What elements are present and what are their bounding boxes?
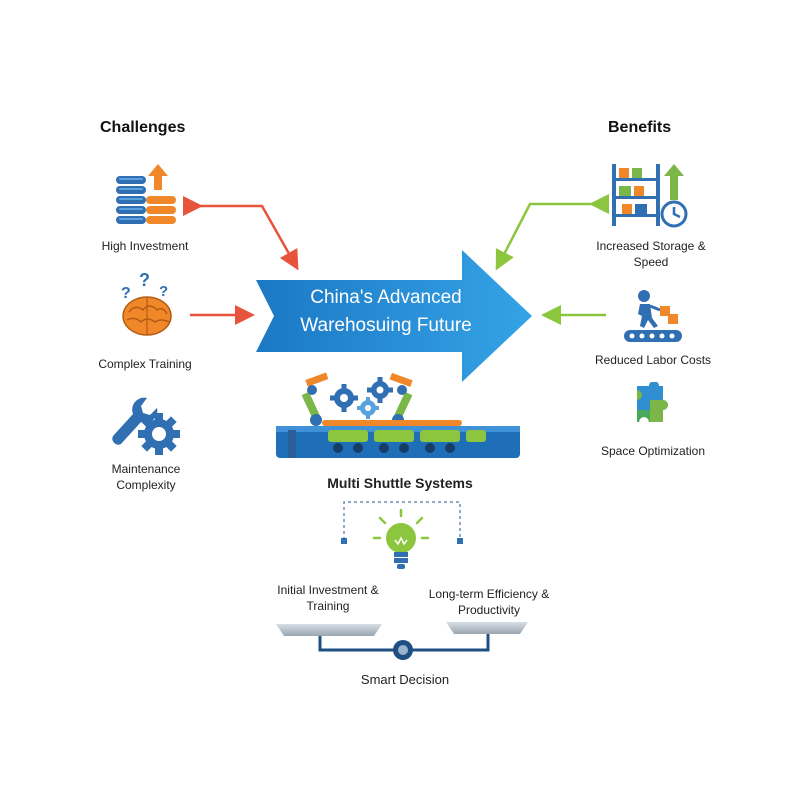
challenges-heading: Challenges: [100, 119, 186, 136]
challenge-label-complex-training: Complex Training: [98, 357, 192, 371]
benefit-label-increased-storage: Increased Storage & Speed: [596, 239, 706, 269]
coins-arrow-up-icon: [116, 164, 176, 224]
brain-question-icon: ? ? ?: [121, 272, 172, 336]
challenge-label-high-investment: High Investment: [101, 239, 189, 253]
central-title-line2: Warehosuing Future: [300, 315, 472, 336]
lightbulb-icon: [372, 508, 430, 569]
balance-scale: [276, 622, 528, 660]
central-arrow: [256, 250, 532, 382]
smart-decision-label: Smart Decision: [360, 672, 450, 687]
gear-icon: [330, 384, 358, 412]
benefits-heading: Benefits: [608, 119, 672, 136]
benefit-label-reduced-labor: Reduced Labor Costs: [594, 353, 712, 367]
scale-pan-right: [446, 622, 528, 634]
wrench-gear-icon: [112, 397, 180, 455]
svg-text:?: ?: [139, 272, 150, 290]
central-title: China's Advanced Warehosuing Future: [262, 284, 510, 340]
central-title-line1: China's Advanced: [310, 287, 462, 308]
worker-conveyor-icon: [624, 290, 682, 342]
svg-text:?: ?: [121, 285, 131, 302]
svg-text:?: ?: [159, 283, 168, 300]
gear-icon: [357, 397, 379, 419]
robot-arm-right-icon: [389, 372, 413, 426]
balance-label-left: Initial Investment & Training: [277, 583, 379, 613]
idea-connector: [341, 501, 463, 544]
balance-label-right: Long-term Efficiency & Productivity: [428, 587, 550, 617]
robot-arm-left-icon: [301, 372, 329, 426]
shuttle-system-label: Multi Shuttle Systems: [327, 475, 473, 491]
gear-icon: [367, 377, 393, 403]
shuttle-system-illustration: [276, 372, 520, 458]
shelves-clock-icon: [612, 164, 688, 228]
benefit-arrow-storage: [495, 194, 609, 271]
puzzle-icon: [637, 382, 668, 422]
challenge-label-maintenance-complexity: Maintenance Complexity: [111, 462, 181, 492]
challenge-arrow-investment: [183, 196, 299, 271]
benefit-label-space-optimization: Space Optimization: [600, 444, 706, 458]
scale-pan-left: [276, 624, 382, 636]
